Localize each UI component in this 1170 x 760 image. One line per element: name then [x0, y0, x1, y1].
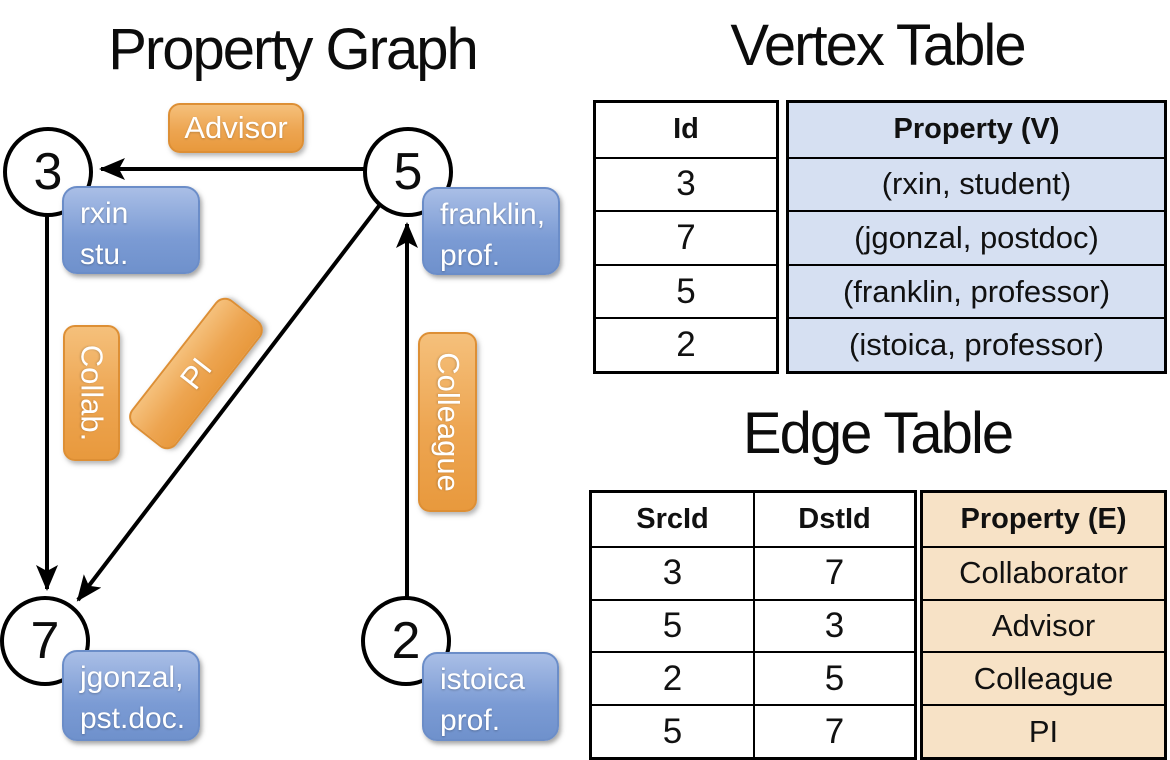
edge-label-text: Advisor	[184, 110, 288, 145]
edge-5-to-7-arrow	[76, 200, 384, 602]
vertex-label-line: franklin,	[440, 198, 546, 231]
vertex-label-line: rxin	[80, 197, 129, 230]
edge-label-collab: Collab.	[63, 325, 120, 461]
vertex-label-jgonzal: jgonzal, pst.doc.	[62, 650, 200, 741]
graph-edges	[36, 158, 418, 602]
edge-table-property-column: Property (E) Collaborator Advisor Collea…	[920, 490, 1167, 760]
edge-srcid-cell: 5	[592, 704, 753, 757]
vertex-label-line: stu.	[80, 238, 129, 271]
vertex-property-cell: (franklin, professor)	[789, 263, 1164, 318]
vertex-property-cell: (istoica, professor)	[789, 317, 1164, 371]
edge-dstid-header: DstId	[753, 493, 914, 546]
vertex-label-line: prof.	[440, 704, 501, 737]
edge-dstid-cell: 7	[753, 545, 914, 599]
vertex-label-line: istoica	[440, 663, 526, 696]
edge-dstid-cell: 7	[753, 704, 914, 757]
edge-dstid-cell: 5	[753, 651, 914, 705]
edge-label-text: PI	[172, 350, 219, 396]
edge-label-colleague: Colleague	[418, 332, 477, 512]
vertex-table-id-column: Id 3 7 5 2	[593, 100, 779, 374]
vertex-property-cell: (jgonzal, postdoc)	[789, 210, 1164, 264]
edge-srcid-cell: 2	[592, 651, 753, 704]
edge-property-header: Property (E)	[960, 502, 1127, 535]
edge-label-advisor: Advisor	[168, 103, 304, 153]
edge-table-id-columns: SrcId DstId 3 7 5 3 2 5 5 7	[589, 490, 917, 760]
vertex-table-property-column: Property (V) (rxin, student) (jgonzal, p…	[786, 100, 1167, 374]
vertex-label-line: prof.	[440, 239, 501, 272]
vertex-id-header: Id	[673, 113, 699, 146]
vertex-table-title: Vertex Table	[730, 13, 1026, 78]
edge-dstid-cell: 3	[753, 598, 914, 652]
vertex-label-istoica: istoica prof.	[422, 652, 559, 741]
edge-table-title: Edge Table	[742, 401, 1014, 466]
property-graph-panel: Property Graph 3 5 7 2 rxin stu. frankli…	[0, 17, 560, 741]
vertex-property-cell: (rxin, student)	[789, 156, 1164, 211]
tables-panel: Vertex Table Id 3 7 5 2 Property (V) (rx…	[585, 0, 1170, 760]
vertex-label-rxin: rxin stu.	[62, 186, 200, 274]
vertex-property-header: Property (V)	[893, 113, 1060, 146]
property-graph-title: Property Graph	[108, 17, 479, 82]
vertex-id-cell: 2	[596, 317, 776, 371]
vertex-id-cell: 7	[596, 210, 776, 264]
node-circle-2: 2	[361, 596, 451, 686]
edge-property-cell: Collaborator	[923, 545, 1164, 599]
edge-srcid-cell: 3	[592, 545, 753, 599]
edge-label-text: Collab.	[74, 344, 110, 442]
edge-srcid-header: SrcId	[636, 502, 709, 535]
vertex-id-cell: 5	[596, 263, 776, 318]
edge-srcid-cell: 5	[592, 598, 753, 652]
vertex-label-franklin: franklin, prof.	[422, 187, 560, 275]
vertex-label-line: jgonzal,	[80, 661, 184, 694]
node-circle-5: 5	[363, 127, 453, 217]
vertex-label-line: pst.doc.	[80, 702, 186, 735]
edge-property-cell: PI	[923, 704, 1164, 757]
edge-property-cell: Colleague	[923, 651, 1164, 704]
edge-label-text: Colleague	[430, 352, 466, 492]
edge-property-cell: Advisor	[923, 598, 1164, 652]
vertex-id-cell: 3	[596, 156, 776, 211]
